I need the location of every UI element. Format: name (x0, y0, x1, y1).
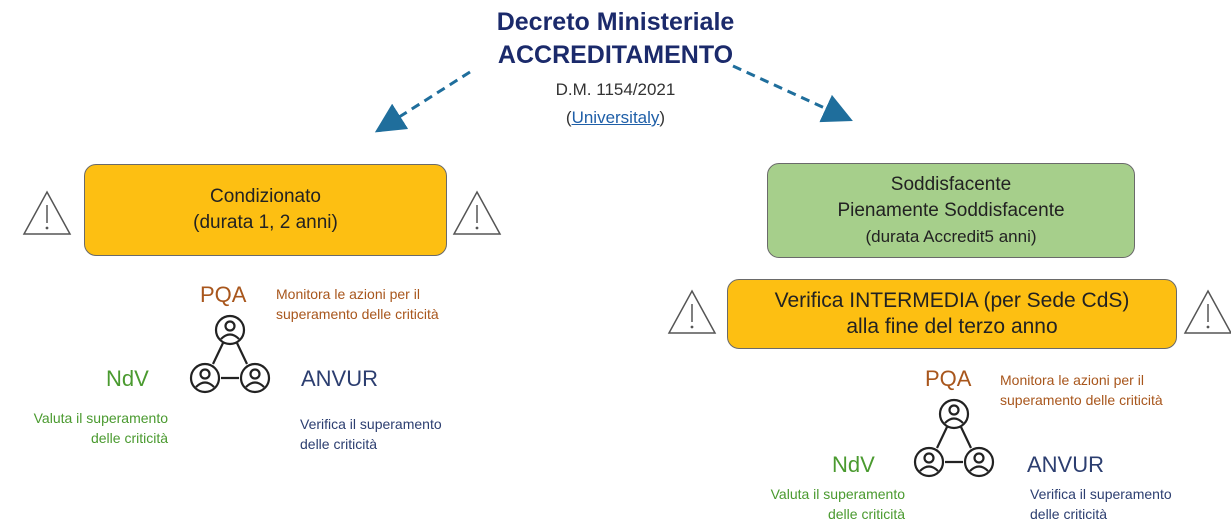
soddisfacente-box: Soddisfacente Pienamente Soddisfacente (… (767, 163, 1135, 258)
warning-triangle-icon (452, 190, 502, 235)
condizionato-duration: (durata 1, 2 anni) (193, 212, 338, 233)
soddisfacente-duration: (durata Accredit5 anni) (865, 226, 1037, 246)
anvur-label-right: ANVUR (1027, 452, 1105, 477)
paren-close: ) (659, 108, 666, 127)
pqa-note: Monitora le azioni per il superamento de… (276, 284, 439, 324)
paren-open: ( (565, 108, 572, 127)
pqa-note-line-1: Monitora le azioni per il (276, 286, 420, 302)
anvur-note-right-line-2: delle criticità (1030, 506, 1108, 522)
person-triad-icon (189, 314, 271, 394)
condizionato-box: Condizionato (durata 1, 2 anni) (84, 164, 447, 256)
ndv-note-right-line-1: Valuta il superamento (770, 486, 905, 502)
verifica-intermedia-line-1: Verifica INTERMEDIA (per Sede CdS) (774, 289, 1130, 312)
soddisfacente-line-2: Pienamente Soddisfacente (837, 199, 1065, 221)
pqa-note-right-line-2: superamento delle criticità (1000, 392, 1163, 408)
ndv-note-line-2: delle criticità (90, 430, 168, 446)
pqa-label: PQA (200, 282, 247, 307)
anvur-note: Verifica il superamento delle criticità (300, 414, 442, 454)
decree-number: D.M. 1154/2021 (555, 80, 676, 99)
anvur-note-right: Verifica il superamento delle criticità (1030, 484, 1172, 524)
universitaly-link[interactable]: Universitaly (571, 108, 660, 127)
warning-triangle-icon (1183, 289, 1231, 334)
anvur-note-line-2: delle criticità (300, 436, 378, 452)
ndv-note-right: Valuta il superamento delle criticità (740, 484, 905, 524)
ndv-note-right-line-2: delle criticità (827, 506, 905, 522)
warning-triangle-icon (22, 190, 72, 235)
pqa-label-right: PQA (925, 366, 972, 391)
title-line-2: ACCREDITAMENTO (497, 41, 734, 69)
anvur-note-right-line-1: Verifica il superamento (1030, 486, 1172, 502)
pqa-note-right: Monitora le azioni per il superamento de… (1000, 370, 1163, 410)
verifica-intermedia-box: Verifica INTERMEDIA (per Sede CdS) alla … (727, 279, 1177, 349)
ndv-note: Valuta il superamento delle criticità (8, 408, 168, 448)
ndv-label: NdV (106, 366, 149, 391)
ndv-label-right: NdV (832, 452, 875, 477)
person-triad-icon-right (913, 398, 995, 478)
verifica-intermedia-line-2: alla fine del terzo anno (846, 315, 1058, 338)
soddisfacente-line-1: Soddisfacente (890, 173, 1012, 195)
pqa-note-right-line-1: Monitora le azioni per il (1000, 372, 1144, 388)
ndv-note-line-1: Valuta il superamento (33, 410, 168, 426)
condizionato-title: Condizionato (210, 186, 321, 207)
anvur-label: ANVUR (301, 366, 379, 391)
warning-triangle-icon (667, 289, 717, 334)
anvur-note-line-1: Verifica il superamento (300, 416, 442, 432)
pqa-note-line-2: superamento delle criticità (276, 306, 439, 322)
source-link-line: (Universitaly) (0, 108, 1231, 128)
title-line-1: Decreto Ministeriale (496, 8, 735, 36)
